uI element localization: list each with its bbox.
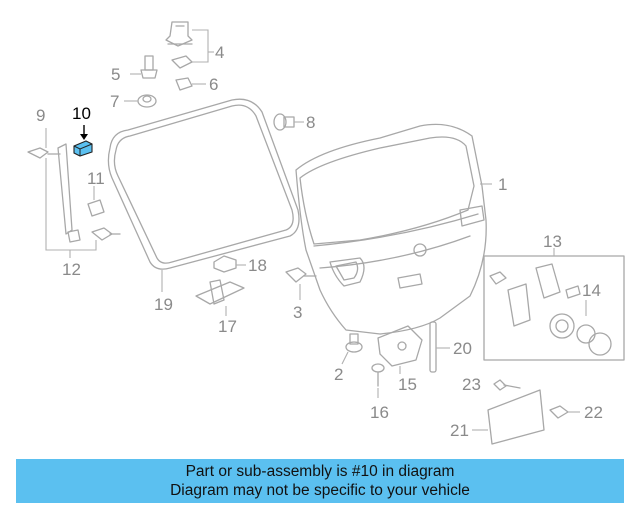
callout-7: 7	[110, 92, 119, 111]
diagram-caption-banner: Part or sub-assembly is #10 in diagram D…	[16, 459, 624, 503]
lock-assembly-part-13	[483, 248, 625, 361]
callout-6: 6	[209, 75, 218, 94]
callout-3: 3	[293, 303, 302, 322]
callout-12: 12	[62, 260, 81, 279]
callout-16: 16	[370, 403, 389, 422]
callout-14: 14	[582, 281, 601, 300]
rod-part-20	[429, 321, 450, 373]
screw-part-23	[493, 379, 521, 391]
bolt-part-3	[285, 267, 317, 300]
bolt-part-5	[130, 55, 158, 79]
nut-part-7	[124, 94, 157, 108]
callout-labels: 1 2 3 4 5 6 7 8 9 10 11 12 13 14 15 16 1…	[36, 43, 603, 440]
callout-1: 1	[498, 175, 507, 194]
tailgate-part-1	[295, 123, 492, 335]
plate-part-6	[171, 55, 193, 69]
clip-part-11	[87, 186, 105, 217]
panel-part-21	[472, 389, 545, 445]
strut-part-9	[27, 128, 121, 258]
callout-15: 15	[398, 375, 417, 394]
nut-part-18	[213, 255, 246, 273]
seal-part-19	[107, 98, 300, 292]
callout-23: 23	[462, 375, 481, 394]
callout-4: 4	[215, 43, 224, 62]
callout-5: 5	[111, 65, 120, 84]
hinge-part-4	[165, 21, 214, 63]
callout-13: 13	[543, 232, 562, 251]
callout-9: 9	[36, 106, 45, 125]
caption-line-disclaimer: Diagram may not be specific to your vehi…	[170, 482, 470, 499]
callout-21: 21	[450, 421, 469, 440]
caption-line-part-number: Part or sub-assembly is #10 in diagram	[185, 463, 455, 480]
highlighted-part-10	[73, 125, 93, 157]
cover-part-15	[377, 325, 423, 374]
callout-10-highlighted: 10	[72, 104, 91, 123]
callout-11: 11	[87, 169, 105, 188]
screw-part-16	[371, 363, 385, 398]
screw-part-22	[549, 405, 580, 419]
grommet-part-8	[273, 113, 304, 131]
callout-20: 20	[453, 339, 472, 358]
callout-22: 22	[584, 403, 603, 422]
callout-17: 17	[218, 317, 237, 336]
bracket-part-17	[195, 279, 245, 316]
callout-2: 2	[334, 365, 343, 384]
callout-19: 19	[154, 295, 173, 314]
nut-part-2	[341, 333, 363, 365]
parts-diagram: 1 2 3 4 5 6 7 8 9 10 11 12 13 14 15 16 1…	[27, 21, 625, 445]
callout-18: 18	[248, 256, 267, 275]
callout-8: 8	[306, 113, 315, 132]
